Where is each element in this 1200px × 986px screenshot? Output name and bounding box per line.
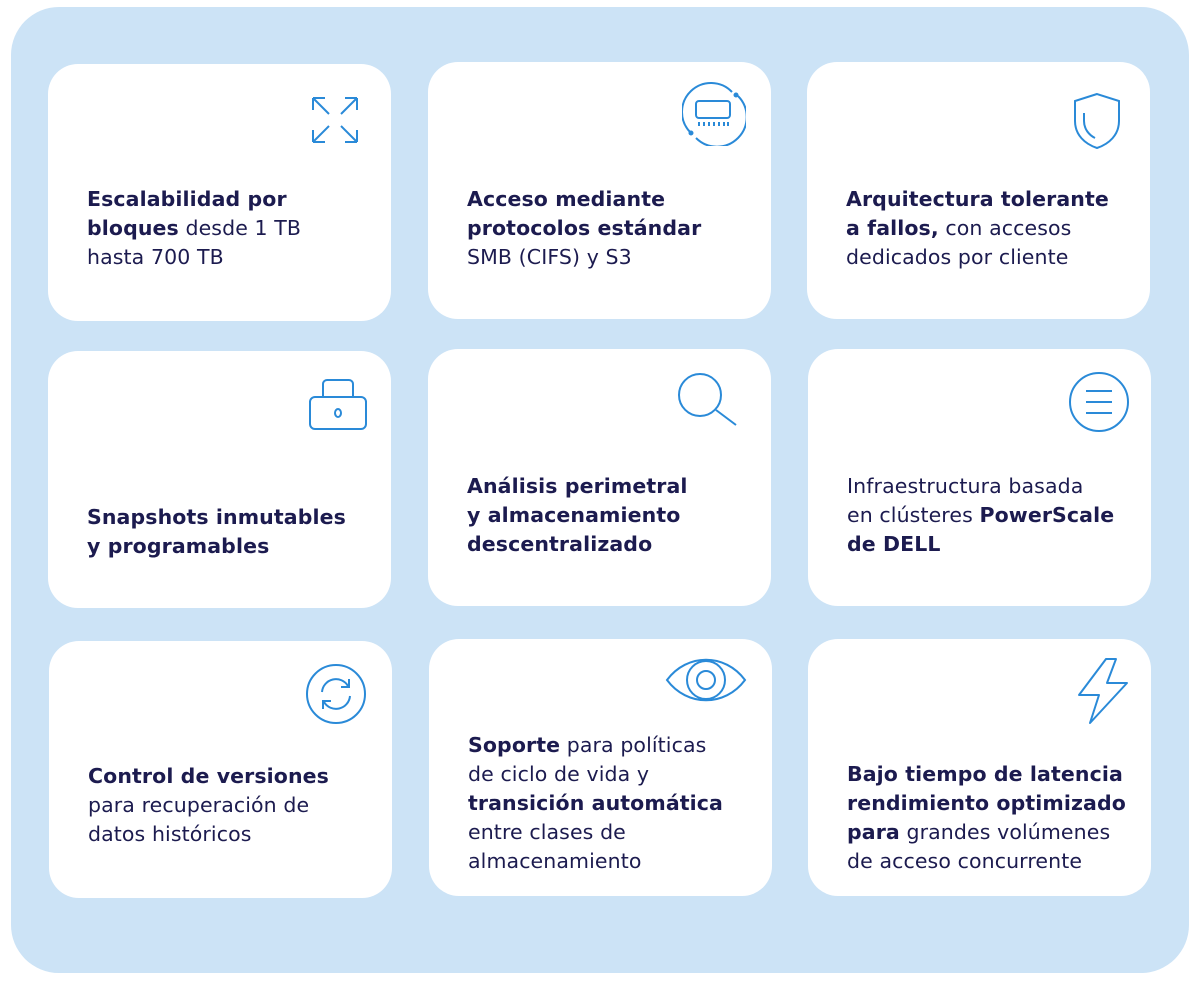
feature-card: Infraestructura basada en clústeres Power… bbox=[808, 349, 1151, 606]
feature-text-line: rendimiento optimizado bbox=[847, 789, 1131, 818]
lock-icon bbox=[308, 377, 368, 433]
feature-text-regular: de ciclo de vida y bbox=[468, 762, 650, 786]
feature-text-line: datos históricos bbox=[88, 820, 372, 849]
feature-text-regular: para recuperación de bbox=[88, 793, 310, 817]
feature-card: Análisis perimetral y almacenamiento desce… bbox=[428, 349, 771, 606]
feature-text-bold: Soporte bbox=[468, 733, 561, 757]
feature-text-regular: datos históricos bbox=[88, 822, 252, 846]
feature-text-bold: Bajo tiempo de latencia bbox=[847, 762, 1123, 786]
feature-text-line: Arquitectura tolerante bbox=[846, 185, 1130, 214]
feature-text: Análisis perimetral y almacenamiento desce… bbox=[467, 472, 751, 559]
feature-text-regular: SMB (CIFS) y S3 bbox=[467, 245, 632, 269]
feature-text-bold: rendimiento optimizado bbox=[847, 791, 1126, 815]
feature-text-regular: para políticas bbox=[560, 733, 707, 757]
feature-text-line: descentralizado bbox=[467, 530, 751, 559]
feature-text-line: Snapshots inmutables bbox=[87, 503, 371, 532]
feature-text-line: para recuperación de bbox=[88, 791, 372, 820]
feature-text-bold: PowerScale bbox=[979, 503, 1115, 527]
feature-text-line: Control de versiones bbox=[88, 762, 372, 791]
feature-text-line: a fallos, con accesos bbox=[846, 214, 1130, 243]
feature-text-bold: Escalabilidad por bbox=[87, 187, 287, 211]
feature-text-line: Análisis perimetral bbox=[467, 472, 751, 501]
lightning-icon bbox=[1076, 657, 1130, 725]
refresh-icon bbox=[305, 663, 367, 725]
feature-text-line: de acceso concurrente bbox=[847, 847, 1131, 876]
feature-text-bold: para bbox=[847, 820, 900, 844]
feature-text-regular: en clústeres bbox=[847, 503, 980, 527]
feature-text-bold: Snapshots inmutables bbox=[87, 505, 346, 529]
feature-text-regular: de acceso concurrente bbox=[847, 849, 1083, 873]
feature-text-line: Bajo tiempo de latencia bbox=[847, 760, 1131, 789]
feature-text-line: SMB (CIFS) y S3 bbox=[467, 243, 751, 272]
feature-text-regular: almacenamiento bbox=[468, 849, 642, 873]
feature-text-line: para grandes volúmenes bbox=[847, 818, 1131, 847]
feature-card: Control de versiones para recuperación de… bbox=[49, 641, 392, 898]
feature-text-bold: Acceso mediante bbox=[467, 187, 666, 211]
feature-text-regular: dedicados por cliente bbox=[846, 245, 1069, 269]
feature-text-regular: grandes volúmenes bbox=[899, 820, 1111, 844]
feature-text-bold: descentralizado bbox=[467, 532, 653, 556]
feature-text: Control de versiones para recuperación de… bbox=[88, 762, 372, 849]
feature-text-line: bloques desde 1 TB bbox=[87, 214, 371, 243]
feature-text-bold: Análisis perimetral bbox=[467, 474, 688, 498]
feature-text-line: Infraestructura basada bbox=[847, 472, 1131, 501]
feature-text-line: hasta 700 TB bbox=[87, 243, 371, 272]
feature-card: Arquitectura tolerante a fallos, con acce… bbox=[807, 62, 1150, 319]
feature-text-line: Acceso mediante bbox=[467, 185, 751, 214]
eye-icon bbox=[665, 657, 747, 703]
feature-text-line: transición automática bbox=[468, 789, 752, 818]
feature-text-line: de DELL bbox=[847, 530, 1131, 559]
feature-text-line: Soporte para políticas bbox=[468, 731, 752, 760]
feature-text-regular: entre clases de bbox=[468, 820, 626, 844]
feature-text: Bajo tiempo de latencia rendimiento optim… bbox=[847, 760, 1131, 876]
feature-text-line: y almacenamiento bbox=[467, 501, 751, 530]
feature-text-line: en clústeres PowerScale bbox=[847, 501, 1131, 530]
expand-icon bbox=[311, 96, 359, 144]
feature-text: Infraestructura basada en clústeres Power… bbox=[847, 472, 1131, 559]
feature-text-line: protocolos estándar bbox=[467, 214, 751, 243]
feature-text-bold: Control de versiones bbox=[88, 764, 329, 788]
feature-card: Snapshots inmutables y programables bbox=[48, 351, 391, 608]
feature-text-line: dedicados por cliente bbox=[846, 243, 1130, 272]
feature-text-bold: de DELL bbox=[847, 532, 941, 556]
chip-icon bbox=[682, 82, 746, 146]
shield-icon bbox=[1071, 92, 1123, 150]
feature-text-line: de ciclo de vida y bbox=[468, 760, 752, 789]
feature-text-bold: protocolos estándar bbox=[467, 216, 702, 240]
feature-card: Bajo tiempo de latencia rendimiento optim… bbox=[808, 639, 1151, 896]
feature-text-bold: a fallos, bbox=[846, 216, 939, 240]
feature-text-bold: y programables bbox=[87, 534, 270, 558]
feature-text-line: y programables bbox=[87, 532, 371, 561]
feature-text-regular: hasta 700 TB bbox=[87, 245, 224, 269]
menu-icon bbox=[1068, 371, 1130, 433]
feature-text-line: Escalabilidad por bbox=[87, 185, 371, 214]
search-icon bbox=[676, 371, 742, 429]
feature-text-regular: desde 1 TB bbox=[178, 216, 302, 240]
feature-text-bold: Arquitectura tolerante bbox=[846, 187, 1109, 211]
feature-text-regular: con accesos bbox=[938, 216, 1072, 240]
feature-text-bold: transición automática bbox=[468, 791, 723, 815]
feature-text: Arquitectura tolerante a fallos, con acce… bbox=[846, 185, 1130, 272]
feature-text: Snapshots inmutables y programables bbox=[87, 503, 371, 561]
feature-text-regular: Infraestructura basada bbox=[847, 474, 1084, 498]
feature-text-bold: bloques bbox=[87, 216, 179, 240]
feature-text-bold: y almacenamiento bbox=[467, 503, 681, 527]
feature-text-line: entre clases de bbox=[468, 818, 752, 847]
feature-text-line: almacenamiento bbox=[468, 847, 752, 876]
